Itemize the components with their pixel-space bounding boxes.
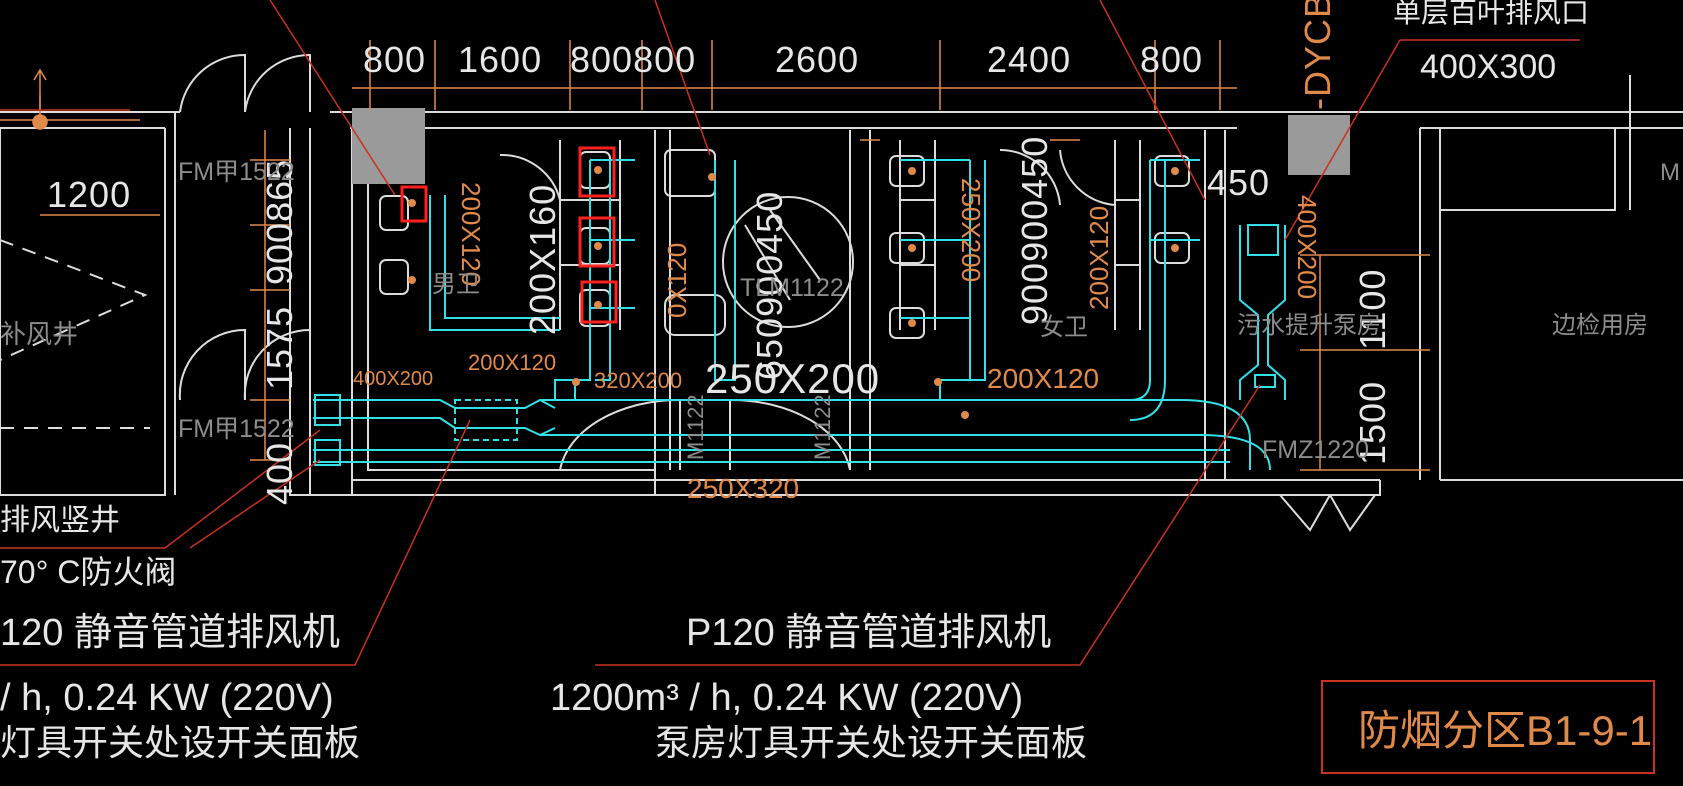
dim-900-865: 900865 <box>259 159 300 285</box>
dim-1575: 1575 <box>259 306 300 390</box>
dim-200x160: 200X160 <box>522 184 563 335</box>
note-center-fan: P120 静音管道排风机 <box>686 612 1051 654</box>
note-left-switch: 灯具开关处设开关面板 <box>0 722 360 763</box>
room-supply-shaft: 补风井 <box>0 319 78 349</box>
label-single-louver-size: 400X300 <box>1420 48 1556 86</box>
dim-900-900-450: 900900450 <box>1014 136 1055 325</box>
duct-200x120-b: 200X120 <box>456 182 486 286</box>
duct-320x200: 320X200 <box>594 368 682 393</box>
note-fire-damper: 70° C防火阀 <box>0 554 176 590</box>
center-notes: P120 静音管道排风机 1200m³ / h, 0.24 KW (220V) … <box>550 612 1087 763</box>
dim-1200: 1200 <box>47 174 131 215</box>
dim-1500: 1500 <box>1352 381 1393 465</box>
note-left-fan-spec: / h, 0.24 KW (220V) <box>0 677 334 719</box>
room-inspection: 边检用房 <box>1552 312 1648 339</box>
note-left-fan: 120 静音管道排风机 <box>0 612 340 654</box>
room-men: 男卫 <box>432 271 480 298</box>
duct-400x200-v: 400X200 <box>1292 195 1322 299</box>
room-women: 女卫 <box>1040 314 1088 341</box>
dim-450-right: 450 <box>1207 162 1270 203</box>
duct-labels: 400X200 200X120 320X200 250X200 200X120 … <box>353 178 1322 504</box>
annotation-lines <box>0 40 1430 471</box>
label-dycb: -DYCB <box>1297 0 1338 110</box>
dim-400: 400 <box>259 442 300 505</box>
duct-200x120-d: 200X120 <box>1084 206 1114 310</box>
ducts <box>313 159 1286 471</box>
door-fmz: FMZ1220 <box>1262 436 1369 464</box>
duct-200x120-a: 200X120 <box>468 350 556 375</box>
duct-250x200-big: 250X200 <box>705 355 880 402</box>
door-m1122-a: M1122 <box>683 394 708 460</box>
duct-250x200-v: 250X200 <box>956 178 986 282</box>
label-single-louver: 单层百叶排风口 <box>1393 0 1589 28</box>
leader-lines <box>0 0 1580 666</box>
dim-2600: 2600 <box>775 39 859 80</box>
zone-label-box <box>1321 680 1655 774</box>
note-exhaust-shaft: 排风竖井 <box>0 504 120 537</box>
door-m1122-b: M1122 <box>810 394 835 460</box>
zone-label: 防烟分区B1-9-1 <box>1358 707 1652 754</box>
note-center-fan-spec: 1200m³ / h, 0.24 KW (220V) <box>550 677 1023 719</box>
dim-800-a: 800 <box>363 39 426 80</box>
room-sewage-pump: 污水提升泵房 <box>1237 312 1381 339</box>
door-tlm: TLM1122 <box>740 274 844 302</box>
room-m: M <box>1660 159 1680 186</box>
door-labels: FM甲1522 FM甲1522 TLM1122 M1122 M1122 FMZ1… <box>178 158 1369 464</box>
exhaust-points <box>408 166 1179 419</box>
left-notes: 排风竖井 70° C防火阀 120 静音管道排风机 / h, 0.24 KW (… <box>0 504 360 763</box>
dim-2400: 2400 <box>987 39 1071 80</box>
dim-1600: 1600 <box>458 39 542 80</box>
door-fm-1: FM甲1522 <box>178 158 295 186</box>
walls <box>0 53 1683 532</box>
note-center-switch: 泵房灯具开关处设开关面板 <box>655 722 1087 763</box>
dim-1100: 1100 <box>1352 269 1393 350</box>
duct-0x120: 0X120 <box>662 243 692 318</box>
duct-200x120-c: 200X120 <box>987 363 1099 394</box>
top-dimensions: 800 1600 800800 2600 2400 800 <box>363 39 1203 80</box>
dim-650-900: 650900450 <box>749 191 790 380</box>
highlight-boxes <box>400 146 618 324</box>
shaft-right <box>1288 115 1350 175</box>
door-fm-2: FM甲1522 <box>178 415 295 443</box>
duct-400x200: 400X200 <box>353 368 433 390</box>
room-labels: 补风井 男卫 女卫 污水提升泵房 边检用房 M <box>0 159 1680 349</box>
duct-250x320: 250X320 <box>687 473 799 504</box>
dim-800800: 800800 <box>570 39 696 80</box>
dim-800-b: 800 <box>1140 39 1203 80</box>
